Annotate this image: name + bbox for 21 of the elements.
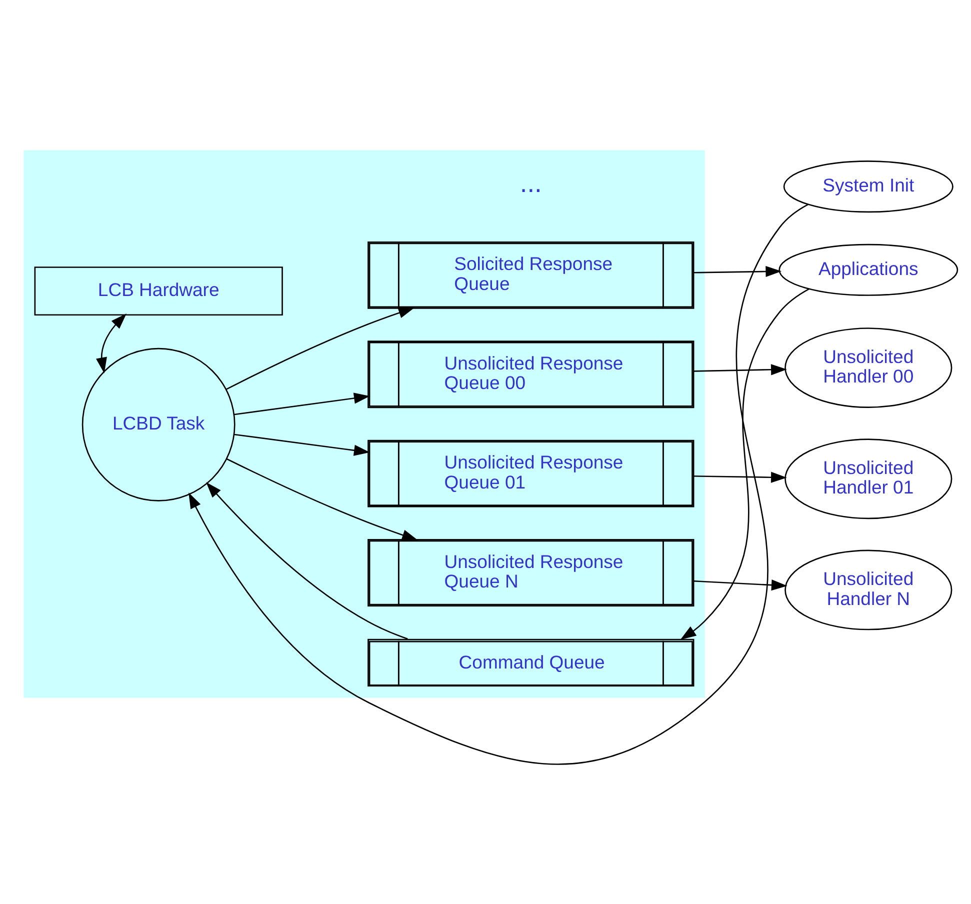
node-box: LCB Hardware: [34, 266, 283, 316]
arrow: [694, 471, 787, 482]
arrow: [188, 203, 808, 764]
node-ellipse: System Init: [783, 160, 954, 212]
arrow: [96, 312, 127, 373]
node-ellipse: Applications: [778, 243, 958, 296]
arrow: [234, 392, 370, 415]
node-ellipse: Unsolicited Handler 00: [784, 327, 952, 408]
node-ellipse: Unsolicited Handler N: [784, 549, 952, 630]
arrow: [694, 579, 788, 590]
arrow: [694, 364, 787, 375]
arrow: [226, 307, 414, 390]
node-ellipse: Unsolicited Handler 01: [784, 438, 952, 519]
node-circle: LCBD Task: [82, 347, 236, 501]
arrow: [226, 458, 418, 540]
arrow: [680, 288, 810, 640]
label: ...: [520, 167, 542, 198]
cluster: [24, 150, 705, 698]
arrow: [694, 265, 782, 277]
arrow: [234, 433, 370, 456]
arrow: [206, 482, 408, 639]
